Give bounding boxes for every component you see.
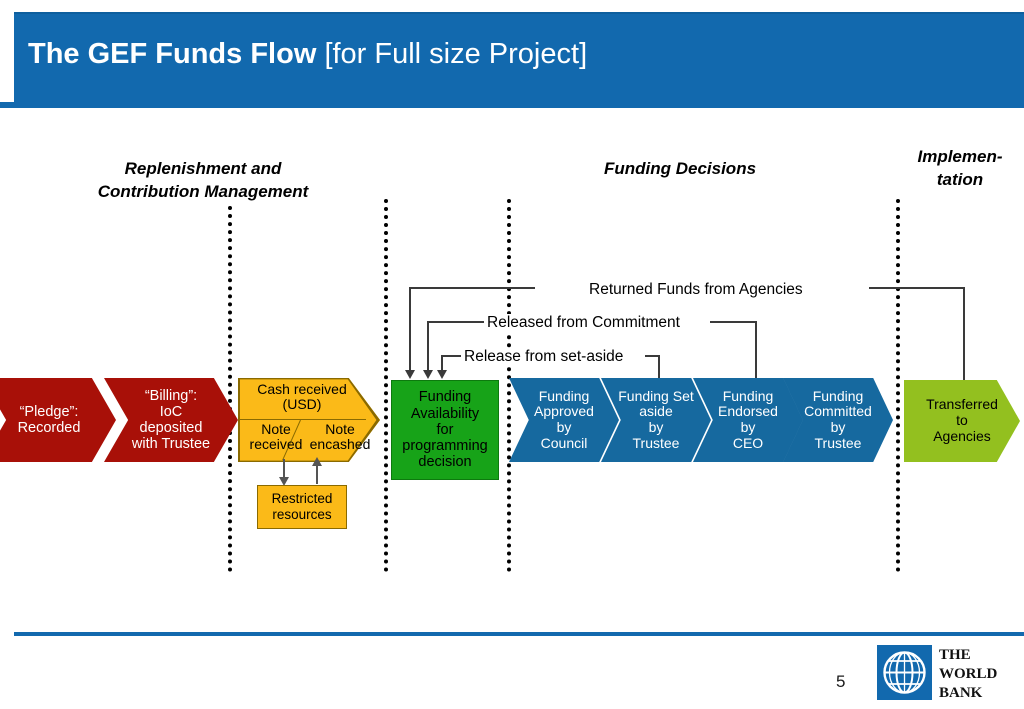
stage-funding-committed[interactable]: Funding Committed by Trustee [783,378,893,462]
connector-to-restricted-arrowhead [279,477,289,486]
connector-released-commitment-right-vertical [755,321,757,381]
logo-line-the: THE [939,647,971,663]
stage-restricted-resources-label: Restricted resources [271,491,333,522]
stage-billing[interactable]: “Billing”: IoC deposited with Trustee [104,378,238,462]
connector-from-restricted-arrowhead [312,457,322,466]
connector-to-restricted-vertical [283,459,285,479]
stage-billing-label: “Billing”: IoC deposited with Trustee [131,387,211,453]
divider-dotted-1 [228,206,232,572]
divider-dotted-2 [384,199,388,572]
stage-pledge-label: “Pledge”: Recorded [17,403,81,436]
title-bar-underline [0,102,1024,108]
stage-funding-availability-label: Funding Availability for programming dec… [402,389,488,471]
connector-returned-funds-drop [409,287,411,371]
page-title: The GEF Funds Flow [for Full size Projec… [28,38,587,71]
connector-returned-funds-right-horizontal [869,287,965,289]
stage-funding-availability[interactable]: Funding Availability for programming dec… [391,380,499,480]
globe-icon [877,645,932,700]
connector-released-commitment-drop [427,321,429,371]
connector-released-commitment-right-horizontal [710,321,757,323]
footer-divider [14,632,1024,636]
section-heading-replenishment: Replenishment and Contribution Managemen… [97,159,309,201]
stage-pledge[interactable]: “Pledge”: Recorded [0,378,116,462]
connector-returned-funds-right-vertical [963,287,965,381]
stage-restricted-resources[interactable]: Restricted resources [257,485,347,529]
logo-line-bank: BANK [939,685,983,702]
stage-funding-set-aside-label: Funding Set aside by Trustee [618,387,694,451]
stage-note-received-label: Note received [249,421,303,453]
stage-funding-endorsed-label: Funding Endorsed by CEO [718,387,778,451]
connector-release-setaside-right-horizontal [645,355,660,357]
stage-cash-received-divider [238,419,366,420]
stage-transferred-to-agencies[interactable]: Transferred to Agencies [904,380,1020,462]
connector-label-released-commitment: Released from Commitment [484,314,683,332]
connector-released-commitment-left-horizontal [427,321,489,323]
divider-dotted-4 [896,199,900,572]
slide-number: 5 [836,672,846,691]
stage-funding-set-aside[interactable]: Funding Set aside by Trustee [601,378,711,462]
connector-release-setaside-drop [441,355,443,371]
page-title-main: The GEF Funds Flow [28,38,325,70]
connector-from-restricted-vertical [316,462,318,484]
connector-release-setaside-arrowhead [437,370,447,379]
stage-note-encashed-label: Note encashed [309,421,371,453]
stage-cash-received-label: Cash received (USD) [257,381,347,413]
stage-funding-approved[interactable]: Funding Approved by Council [509,378,619,462]
section-heading-funding-decisions: Funding Decisions [603,159,757,178]
world-bank-wordmark: THE WORLD BANK [939,646,997,703]
connector-label-release-setaside: Release from set-aside [461,348,627,366]
connector-returned-funds-left-horizontal [409,287,535,289]
connector-release-setaside-left-horizontal [441,355,463,357]
stage-cash-received-group[interactable]: Cash received (USD) Note received Note e… [238,378,380,462]
stage-funding-approved-label: Funding Approved by Council [534,387,594,451]
connector-label-returned-funds: Returned Funds from Agencies [586,281,806,299]
stage-funding-endorsed[interactable]: Funding Endorsed by CEO [693,378,803,462]
world-bank-logo: THE WORLD BANK [877,645,1017,701]
connector-release-setaside-right-vertical [658,355,660,381]
connector-released-commitment-arrowhead [423,370,433,379]
connector-returned-funds-arrowhead [405,370,415,379]
stage-funding-committed-label: Funding Committed by Trustee [804,387,872,451]
stage-transferred-to-agencies-label: Transferred to Agencies [926,396,998,444]
divider-dotted-3 [507,199,511,572]
page-title-subtitle: [for Full size Project] [324,38,588,70]
section-heading-implementation: Implemen- tation [917,147,1003,189]
title-bar [14,12,1024,104]
logo-line-world: WORLD [939,666,998,683]
stage-cash-received-body [238,378,380,462]
